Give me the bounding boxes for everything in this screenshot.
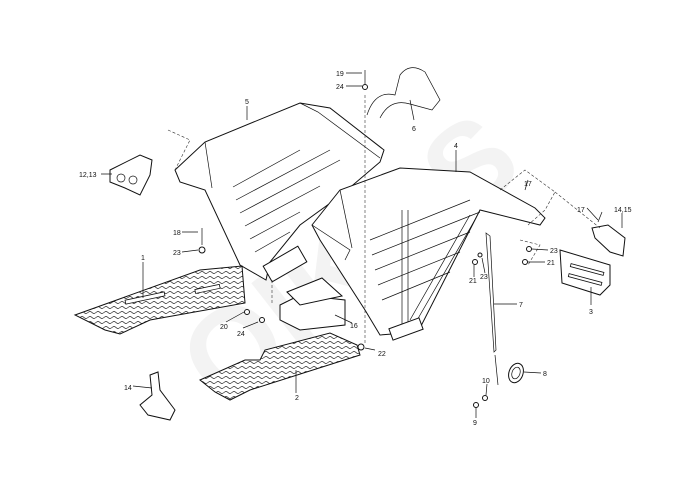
callout-23: 23 [480, 274, 488, 281]
callout-7: 7 [519, 302, 523, 309]
callout-2: 2 [295, 395, 299, 402]
callout-24: 24 [237, 331, 245, 338]
callout-18: 18 [173, 230, 181, 237]
callout-4: 4 [454, 143, 458, 150]
callout-20: 20 [220, 324, 228, 331]
fender-slots [232, 149, 341, 253]
callout-3: 3 [589, 309, 593, 316]
callout-14: 14 [124, 385, 132, 392]
callout-21: 21 [469, 278, 477, 285]
reflector-part-8 [508, 362, 524, 384]
callout-19: 19 [336, 71, 344, 78]
right-floor-plate-part-2 [199, 332, 361, 401]
callout-24: 24 [336, 84, 344, 91]
leader-lines [101, 72, 623, 418]
callout-21: 21 [547, 260, 555, 267]
box-part-16 [279, 277, 346, 331]
lamp-bracket-part-14-15 [591, 224, 626, 257]
callout-1: 1 [141, 255, 145, 262]
step-bracket-part-14 [139, 371, 176, 421]
callout-14-15: 14,15 [614, 207, 632, 214]
callout-5: 5 [245, 99, 249, 106]
left-floor-plate-part-1 [73, 265, 246, 335]
left-fender-part-5 [174, 102, 385, 283]
fender-slots [369, 199, 481, 301]
right-fender-part-4 [311, 167, 546, 341]
callout-17: 17 [577, 207, 585, 214]
support-rod-part-7 [485, 232, 499, 386]
plate-holder-part-3 [559, 249, 611, 296]
callout-12-13: 12,13 [79, 172, 97, 179]
callout-16: 16 [350, 323, 358, 330]
callout-6: 6 [412, 126, 416, 133]
callout-8: 8 [543, 371, 547, 378]
callout-9: 9 [473, 420, 477, 427]
callout-22: 22 [378, 351, 386, 358]
callout-10: 10 [482, 378, 490, 385]
bracket-part-12-13 [109, 154, 153, 196]
fasteners [198, 70, 603, 408]
dashed-guides [167, 95, 601, 345]
callout-17: 17 [524, 181, 532, 188]
callout-23: 23 [173, 250, 181, 257]
grab-handle-part-6 [366, 67, 441, 119]
callout-23: 23 [550, 248, 558, 255]
